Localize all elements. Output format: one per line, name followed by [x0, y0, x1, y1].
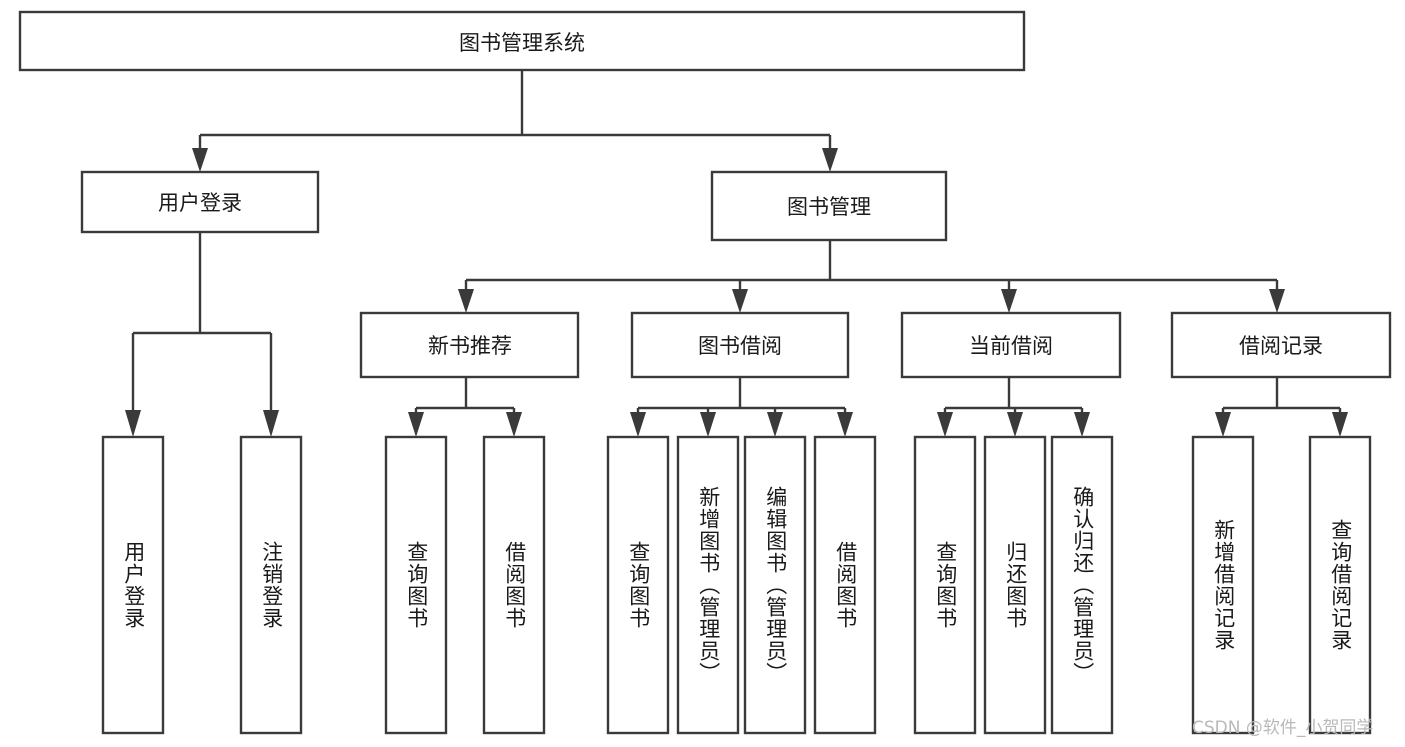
arrow-head-leaf-add-record — [1215, 412, 1231, 437]
connector-group-user-login — [125, 232, 279, 437]
arrow-head-leaf-edit-book — [767, 412, 783, 437]
arrow-head-borrow-record — [1269, 289, 1285, 313]
connector-group-root — [192, 70, 838, 172]
leaf-box-query-book-1[interactable] — [384, 435, 448, 735]
node-new-book-recommend[interactable]: 新书推荐 — [359, 311, 580, 379]
leaf-box-query-book-2[interactable] — [606, 435, 670, 735]
node-current-borrow-label: 当前借阅 — [969, 334, 1053, 358]
node-current-borrow-box[interactable] — [900, 311, 1122, 379]
node-new-book-recommend-box[interactable] — [359, 311, 580, 379]
connector-group-borrow-record — [1215, 377, 1348, 437]
leaf-box-query-book-3[interactable] — [913, 435, 977, 735]
arrow-head-leaf-borrow-book-1 — [506, 412, 522, 437]
arrow-head-leaf-logout — [263, 410, 279, 437]
node-book-management-box[interactable] — [710, 170, 948, 242]
arrow-head-current-borrow — [1001, 289, 1017, 313]
leaf-box-return-book[interactable] — [983, 435, 1047, 735]
node-root-box[interactable] — [18, 10, 1026, 72]
connector-group-book-borrow — [630, 377, 853, 437]
leaf-box-query-borrow-record[interactable] — [1308, 435, 1372, 735]
arrow-head-user-login — [192, 148, 208, 172]
arrow-head-leaf-query-record — [1332, 412, 1348, 437]
arrow-head-leaf-confirm-return — [1074, 412, 1090, 437]
connector-group-current-borrow — [937, 377, 1090, 437]
arrow-head-leaf-query-book-2 — [630, 412, 646, 437]
arrow-head-leaf-add-book — [700, 412, 716, 437]
arrow-head-leaf-query-book-3 — [937, 412, 953, 437]
leaf-box-logout[interactable] — [239, 435, 303, 735]
arrow-head-leaf-return-book — [1007, 412, 1023, 437]
node-borrow-record[interactable]: 借阅记录 — [1170, 311, 1392, 379]
arrow-head-book-borrow — [732, 289, 748, 313]
node-book-borrow-label: 图书借阅 — [698, 334, 782, 358]
leaf-box-borrow-book-2[interactable] — [813, 435, 877, 735]
node-book-borrow-box[interactable] — [630, 311, 850, 379]
node-borrow-record-box[interactable] — [1170, 311, 1392, 379]
arrow-head-leaf-query-book-1 — [408, 412, 424, 437]
node-user-login-box[interactable] — [80, 170, 320, 234]
node-book-management[interactable]: 图书管理 — [710, 170, 948, 242]
leaf-box-user-login[interactable] — [101, 435, 165, 735]
arrow-head-leaf-user-login — [125, 410, 141, 437]
connector-group-new-book-rec — [408, 377, 522, 437]
arrow-head-new-book-rec — [458, 289, 474, 313]
node-new-book-recommend-label: 新书推荐 — [428, 334, 512, 358]
csdn-watermark: CSDN @软件_小贺同学 — [1192, 718, 1374, 738]
leaf-box-borrow-book-1[interactable] — [482, 435, 546, 735]
node-book-borrow[interactable]: 图书借阅 — [630, 311, 850, 379]
arrow-head-book-mgmt — [822, 148, 838, 172]
leaf-box-add-borrow-record[interactable] — [1191, 435, 1255, 735]
connector-group-book-mgmt — [458, 240, 1285, 313]
node-root-label: 图书管理系统 — [459, 31, 585, 55]
node-borrow-record-label: 借阅记录 — [1239, 334, 1323, 358]
node-current-borrow[interactable]: 当前借阅 — [900, 311, 1122, 379]
node-book-management-label: 图书管理 — [787, 195, 871, 219]
node-user-login[interactable]: 用户登录 — [80, 170, 320, 234]
leaf-boxes — [101, 435, 1372, 735]
arrow-head-leaf-borrow-book-2 — [837, 412, 853, 437]
leaf-box-confirm-return[interactable] — [1050, 435, 1114, 735]
leaf-box-add-book[interactable] — [676, 435, 740, 735]
leaf-box-edit-book[interactable] — [743, 435, 807, 735]
node-user-login-label: 用户登录 — [158, 191, 242, 215]
node-root[interactable]: 图书管理系统 — [18, 10, 1026, 72]
